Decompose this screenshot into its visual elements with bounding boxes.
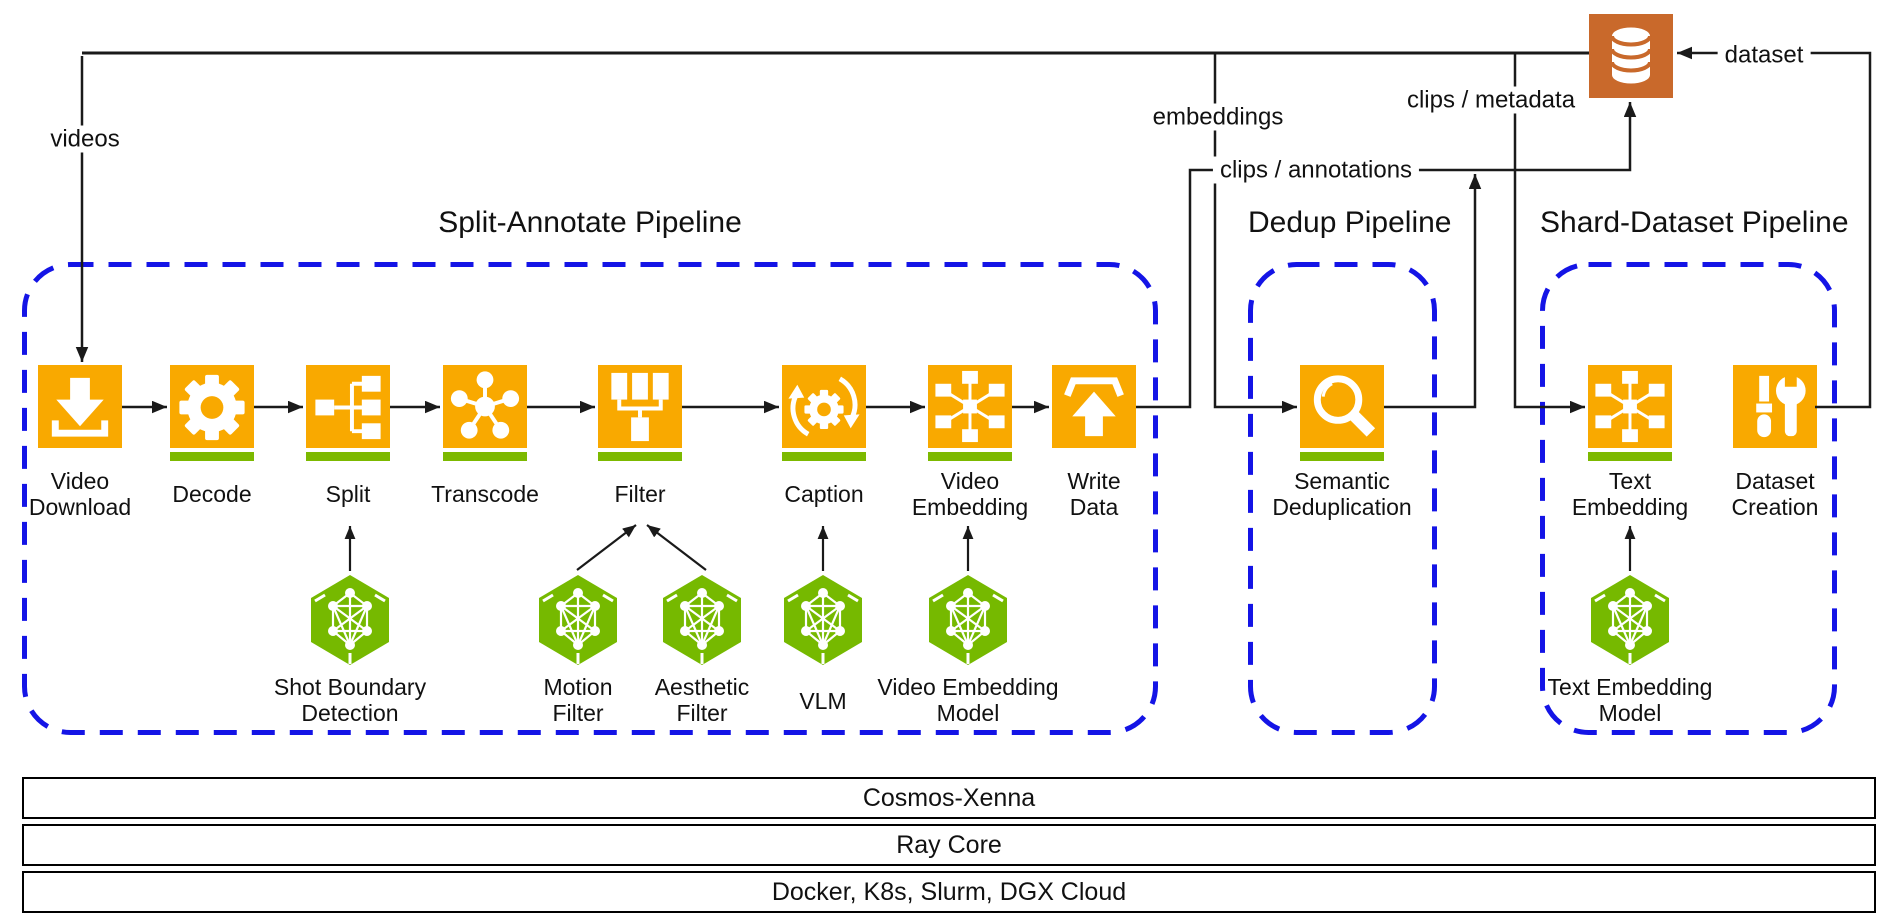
semantic-dedup-stage-bar: [1300, 452, 1384, 461]
filter-icon: [598, 365, 682, 448]
split-icon: [306, 365, 390, 448]
split-stage-bar: [306, 452, 390, 461]
filter-stage-bar: [598, 452, 682, 461]
aesthetic-filter-icon: [660, 572, 744, 668]
filter-label: Filter: [614, 481, 666, 507]
caption-stage-bar: [782, 452, 866, 461]
clips-metadata-path: [1513, 54, 1585, 414]
stack-bar-3: Docker, K8s, Slurm, DGX Cloud: [22, 871, 1876, 913]
shot-boundary-detection-icon: [308, 572, 392, 668]
edge-label-clips-metadata: clips / metadata: [1399, 86, 1583, 114]
text-embedding-icon: [1588, 365, 1672, 448]
vlm-label: VLM: [799, 688, 847, 714]
text-embedding-stage-bar: [1588, 452, 1672, 461]
database-icon: [1589, 14, 1673, 98]
edge-label-clips-annotations: clips / annotations: [1212, 156, 1420, 184]
text-embedding-model-icon: [1588, 572, 1672, 668]
decode-stage-bar: [170, 452, 254, 461]
pipeline-box-shard: [1540, 262, 1837, 735]
edge-label-embeddings: embeddings: [1145, 103, 1291, 131]
model-arrow: [646, 524, 707, 571]
video-embedding-model-icon: [926, 572, 1010, 668]
pipeline-box-dedup: [1248, 262, 1437, 735]
video-embedding-stage-bar: [928, 452, 1012, 461]
caption-icon: [782, 365, 866, 448]
video-download-icon: [38, 365, 122, 448]
pipeline-title-split: Split-Annotate Pipeline: [438, 206, 742, 239]
pipeline-title-dedup: Dedup Pipeline: [1248, 206, 1452, 239]
stack-bar-1: Cosmos-Xenna: [22, 777, 1876, 819]
model-arrow: [576, 524, 637, 571]
clips-annotations-path: [1136, 102, 1637, 409]
edge-label-dataset: dataset: [1717, 41, 1811, 69]
transcode-stage-bar: [443, 452, 527, 461]
transcode-icon: [443, 365, 527, 448]
transcode-label: Transcode: [431, 481, 539, 507]
motion-filter-icon: [536, 572, 620, 668]
video-embedding-icon: [928, 365, 1012, 448]
pipeline-box-split: [22, 262, 1158, 735]
pipeline-title-shard: Shard-Dataset Pipeline: [1540, 206, 1849, 239]
vlm-icon: [781, 572, 865, 668]
caption-label: Caption: [784, 481, 864, 507]
split-label: Split: [325, 481, 371, 507]
decode-icon: [170, 365, 254, 448]
dedup-out-path: [1384, 174, 1482, 409]
edge-label-videos: videos: [43, 125, 127, 153]
dataset-creation-icon: [1733, 365, 1817, 448]
semantic-dedup-icon: [1300, 365, 1384, 448]
stack-bar-2: Ray Core: [22, 824, 1876, 866]
write-data-icon: [1052, 365, 1136, 448]
decode-label: Decode: [172, 481, 252, 507]
